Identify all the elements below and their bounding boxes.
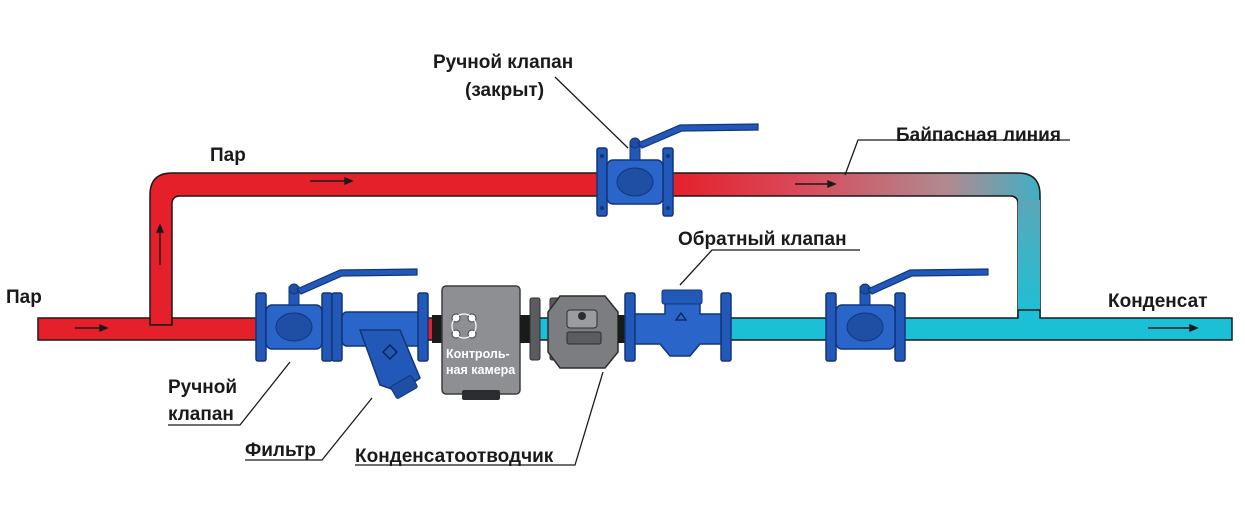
bolt-icon-group [451, 313, 477, 339]
filter-strainer [341, 292, 442, 399]
flow-arrows [75, 176, 1199, 333]
check-valve [624, 289, 732, 362]
inlet-manual-valve [255, 268, 418, 362]
bypass-manual-valve [596, 123, 759, 217]
chamber-label-line1: Контроль- [446, 347, 510, 361]
chamber-label-line2: ная камера [446, 363, 516, 377]
label-manual-valve-top-line1: Ручной клапан [433, 52, 573, 73]
label-steam-trap: Конденсатоотводчик [355, 446, 554, 467]
steam-trap [529, 295, 628, 369]
control-chamber: Контроль- ная камера [441, 285, 530, 400]
label-steam-top: Пар [210, 145, 246, 166]
label-bypass-line: Байпасная линия [896, 125, 1061, 146]
labels: Пар Пар Ручной клапан (закрыт) Байпасная… [6, 52, 1207, 467]
leader-lines [168, 76, 1070, 466]
arrow-icon-outlet [1148, 323, 1199, 333]
label-manual-valve-line2: клапан [168, 404, 234, 425]
label-condensate: Конденсат [1108, 291, 1207, 312]
arrow-icon-riser-up [155, 223, 165, 265]
label-manual-valve-top-line2: (закрыт) [465, 80, 544, 101]
label-steam-left: Пар [6, 287, 42, 308]
label-manual-valve-line1: Ручной [168, 377, 237, 398]
arrow-icon-top-left [310, 176, 354, 186]
arrow-icon-inlet [75, 323, 109, 333]
arrow-icon-top-right [795, 179, 837, 189]
outlet-manual-valve [825, 268, 989, 362]
label-filter: Фильтр [245, 440, 316, 461]
label-check-valve: Обратный клапан [678, 229, 847, 250]
